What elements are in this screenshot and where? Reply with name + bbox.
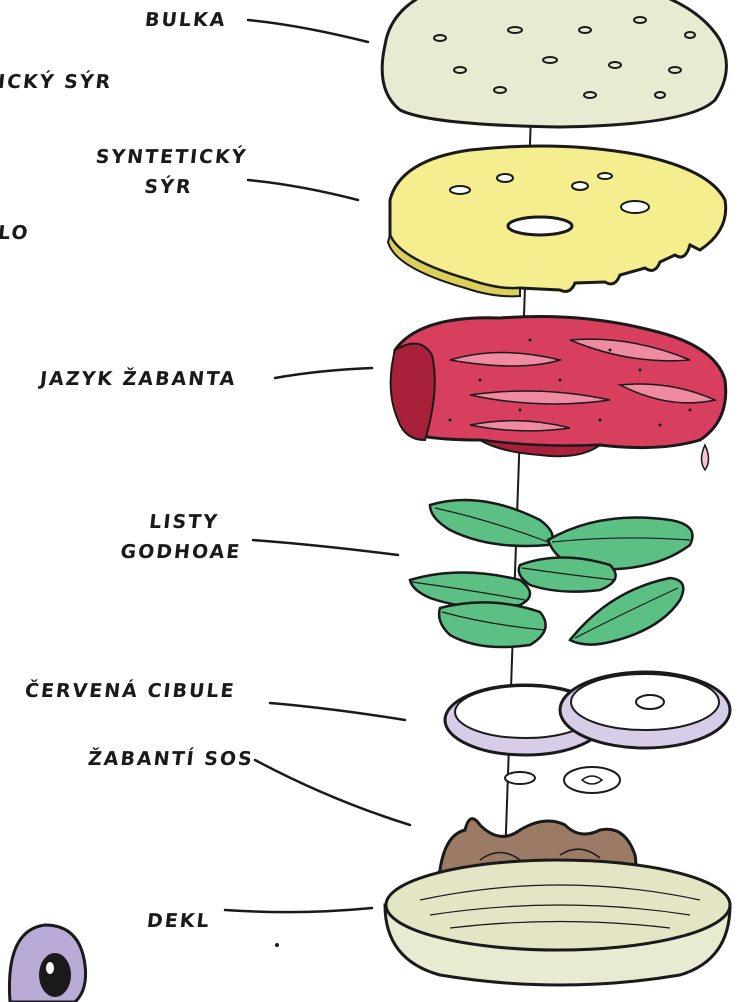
label-cheese-line2: SÝR — [82, 172, 255, 202]
leader-line-sauce — [255, 760, 410, 825]
cheese-slice-illustration — [388, 146, 726, 296]
label-tongue-text: JAZYK ŽABANTA — [38, 364, 238, 394]
label-bottom-bun-text: DEKL — [145, 906, 212, 936]
label-lo-partial: LO — [0, 218, 31, 248]
label-sauce-text: ŽABANTÍ SOS — [86, 744, 255, 774]
creature-illustration — [9, 925, 85, 1002]
label-cheese-line1: SYNTETICKÝ — [85, 142, 258, 172]
label-lo-partial-text: LO — [0, 218, 31, 248]
tongue-meat-illustration — [391, 317, 726, 471]
bottom-bun-illustration — [385, 860, 730, 985]
label-bun: BULKA — [143, 5, 228, 35]
label-leaves: LISTY GODHOAE — [117, 507, 248, 567]
label-cheese-partial: ICKÝ SÝR — [0, 67, 114, 97]
leader-line-bun — [248, 20, 368, 42]
top-bun-illustration — [382, 0, 726, 127]
label-leaves-line1: LISTY — [120, 507, 248, 537]
ink-speck — [275, 943, 279, 947]
label-onion-text: ČERVENÁ CIBULE — [23, 676, 237, 706]
onion-illustration — [445, 672, 730, 793]
label-leaves-line2: GODHOAE — [117, 537, 245, 567]
label-tongue: JAZYK ŽABANTA — [38, 364, 238, 394]
leaves-illustration — [410, 500, 693, 647]
label-cheese: SYNTETICKÝ SÝR — [82, 142, 258, 202]
label-sauce: ŽABANTÍ SOS — [86, 744, 255, 774]
label-bottom-bun: DEKL — [145, 906, 212, 936]
leader-line-onion — [270, 703, 405, 720]
leader-line-cheese — [248, 180, 358, 200]
label-bun-text: BULKA — [143, 5, 228, 35]
label-cheese-partial-text: ICKÝ SÝR — [0, 67, 114, 97]
label-onion: ČERVENÁ CIBULE — [23, 676, 237, 706]
leader-line-leaves — [253, 540, 398, 555]
leader-line-tongue — [275, 368, 372, 378]
leader-line-bottom-bun — [225, 908, 372, 912]
